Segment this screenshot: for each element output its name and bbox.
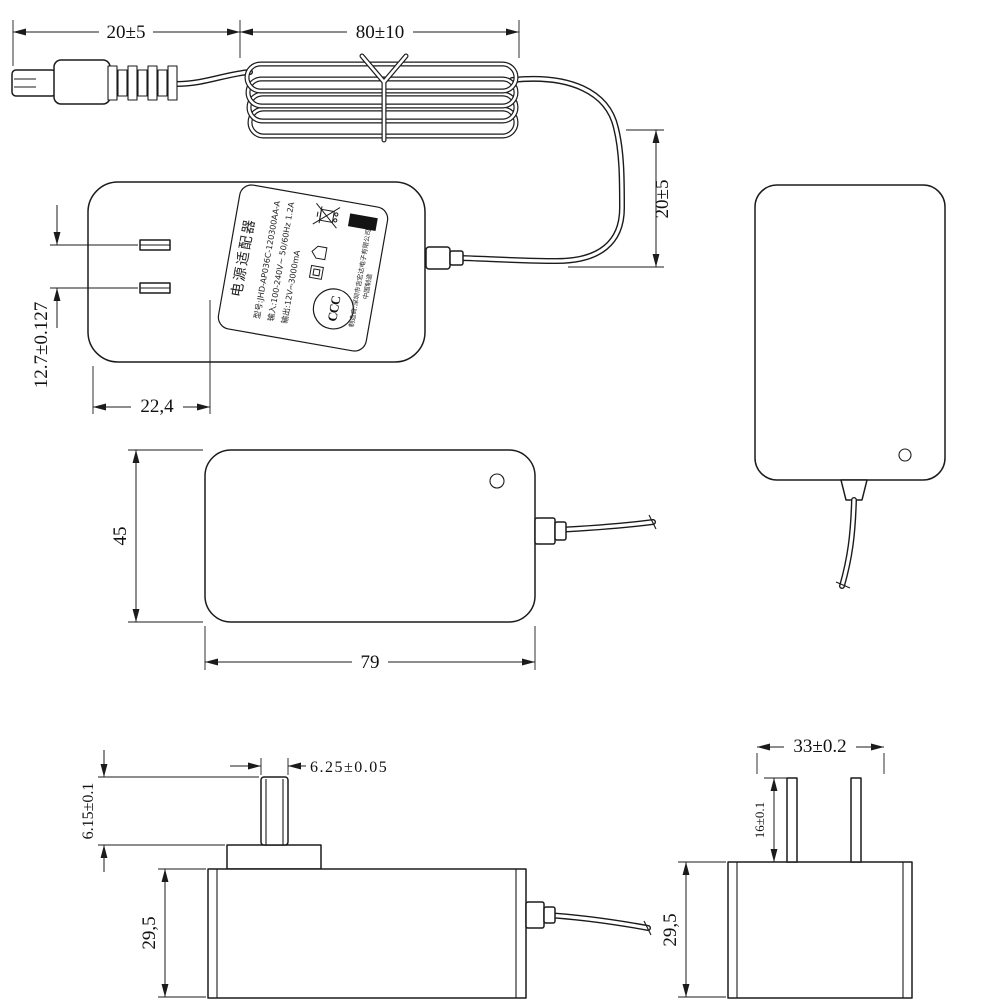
- prong-left: [786, 777, 798, 863]
- rear-view: [754, 184, 946, 589]
- top-view: 45 79: [110, 449, 657, 673]
- side-view: 6.25±0.05 6.15±0.1 29,5: [80, 750, 652, 999]
- dim-coil-length-text: 80±10: [356, 22, 404, 43]
- class2-insulation-icon: [308, 264, 324, 280]
- front-view-with-cable: 电源适配器 型号:JHD-AP036C-120300AA-A 输入:100-24…: [11, 20, 673, 417]
- cable-tie: [359, 53, 409, 143]
- cable-left-segment: [173, 69, 253, 87]
- adapter-body-rear: [754, 184, 946, 481]
- prong-right: [850, 777, 862, 863]
- dim-cable-drop: 20±5: [568, 129, 673, 268]
- dim-prong-length-text: 16±0.1: [752, 802, 767, 838]
- rating-label: 电源适配器 型号:JHD-AP036C-120300AA-A 输入:100-24…: [217, 184, 389, 352]
- strain-relief-ribs: [107, 65, 178, 101]
- dim-tip-length-text: 6.15±0.1: [80, 783, 97, 840]
- dim-top-width-text: 45: [110, 527, 131, 546]
- dim-tip-diameter-text: 6.25±0.05: [310, 759, 388, 776]
- dim-side-height-text: 29,5: [139, 916, 160, 949]
- cable-exit-top: [534, 514, 657, 545]
- adapter-body-top: [204, 449, 536, 623]
- dc-tip-side: [260, 776, 289, 846]
- dc-plug: [11, 59, 178, 105]
- dim-cable-drop-text: 20±5: [652, 180, 673, 219]
- prong-slots: [139, 239, 171, 294]
- weee-bin-icon: [312, 203, 341, 229]
- dim-prong-pitch: 12.7±0.127: [31, 205, 138, 388]
- dim-tip-diameter: 6.25±0.05: [230, 758, 388, 776]
- dim-top-width: 45: [110, 449, 203, 623]
- adapter-body-prong-view: [727, 861, 913, 999]
- screw-hole-rear: [898, 448, 912, 462]
- dim-top-length: 79: [204, 626, 536, 673]
- dim-front-height-text: 29,5: [660, 913, 681, 946]
- ccc-mark-text: CCC: [324, 295, 343, 323]
- cable-exit-side: [525, 901, 652, 936]
- rating-label-plate: [217, 184, 389, 352]
- cable-entry-connector: [425, 246, 464, 270]
- indoor-use-icon: [311, 245, 328, 261]
- cable-rear: [835, 497, 857, 589]
- dim-front-height: 29,5: [660, 861, 726, 998]
- black-bar-mark: [347, 213, 378, 232]
- dim-plug-length: 20±5: [12, 20, 241, 66]
- dim-tip-length: 6.15±0.1: [80, 750, 259, 872]
- cable-bushing-rear: [840, 479, 868, 501]
- dim-prong-offset-text: 22,4: [140, 396, 174, 417]
- dim-side-height: 29,5: [139, 868, 206, 998]
- dc-plug-body: [53, 59, 111, 105]
- dc-plug-barrel: [11, 69, 57, 97]
- cable-right-segment: [459, 75, 625, 264]
- dim-prong-pitch-text: 12.7±0.127: [31, 302, 52, 388]
- dim-coil-length: 80±10: [240, 20, 520, 58]
- ccc-mark-icon: CCC: [312, 288, 354, 330]
- dim-plug-length-text: 20±5: [107, 22, 146, 43]
- dim-front-width-text: 33±0.2: [793, 736, 846, 757]
- dim-prong-offset: 22,4: [92, 300, 211, 417]
- prong-view: 33±0.2 16±0.1 29,5: [660, 736, 913, 999]
- cable-coil: [244, 53, 519, 143]
- plug-boss-side: [226, 844, 322, 870]
- dim-front-width: 33±0.2: [756, 736, 885, 774]
- adapter-body-side: [207, 868, 527, 999]
- screw-hole-top: [489, 473, 505, 489]
- dim-prong-length: 16±0.1: [752, 777, 787, 862]
- dim-top-length-text: 79: [361, 652, 380, 673]
